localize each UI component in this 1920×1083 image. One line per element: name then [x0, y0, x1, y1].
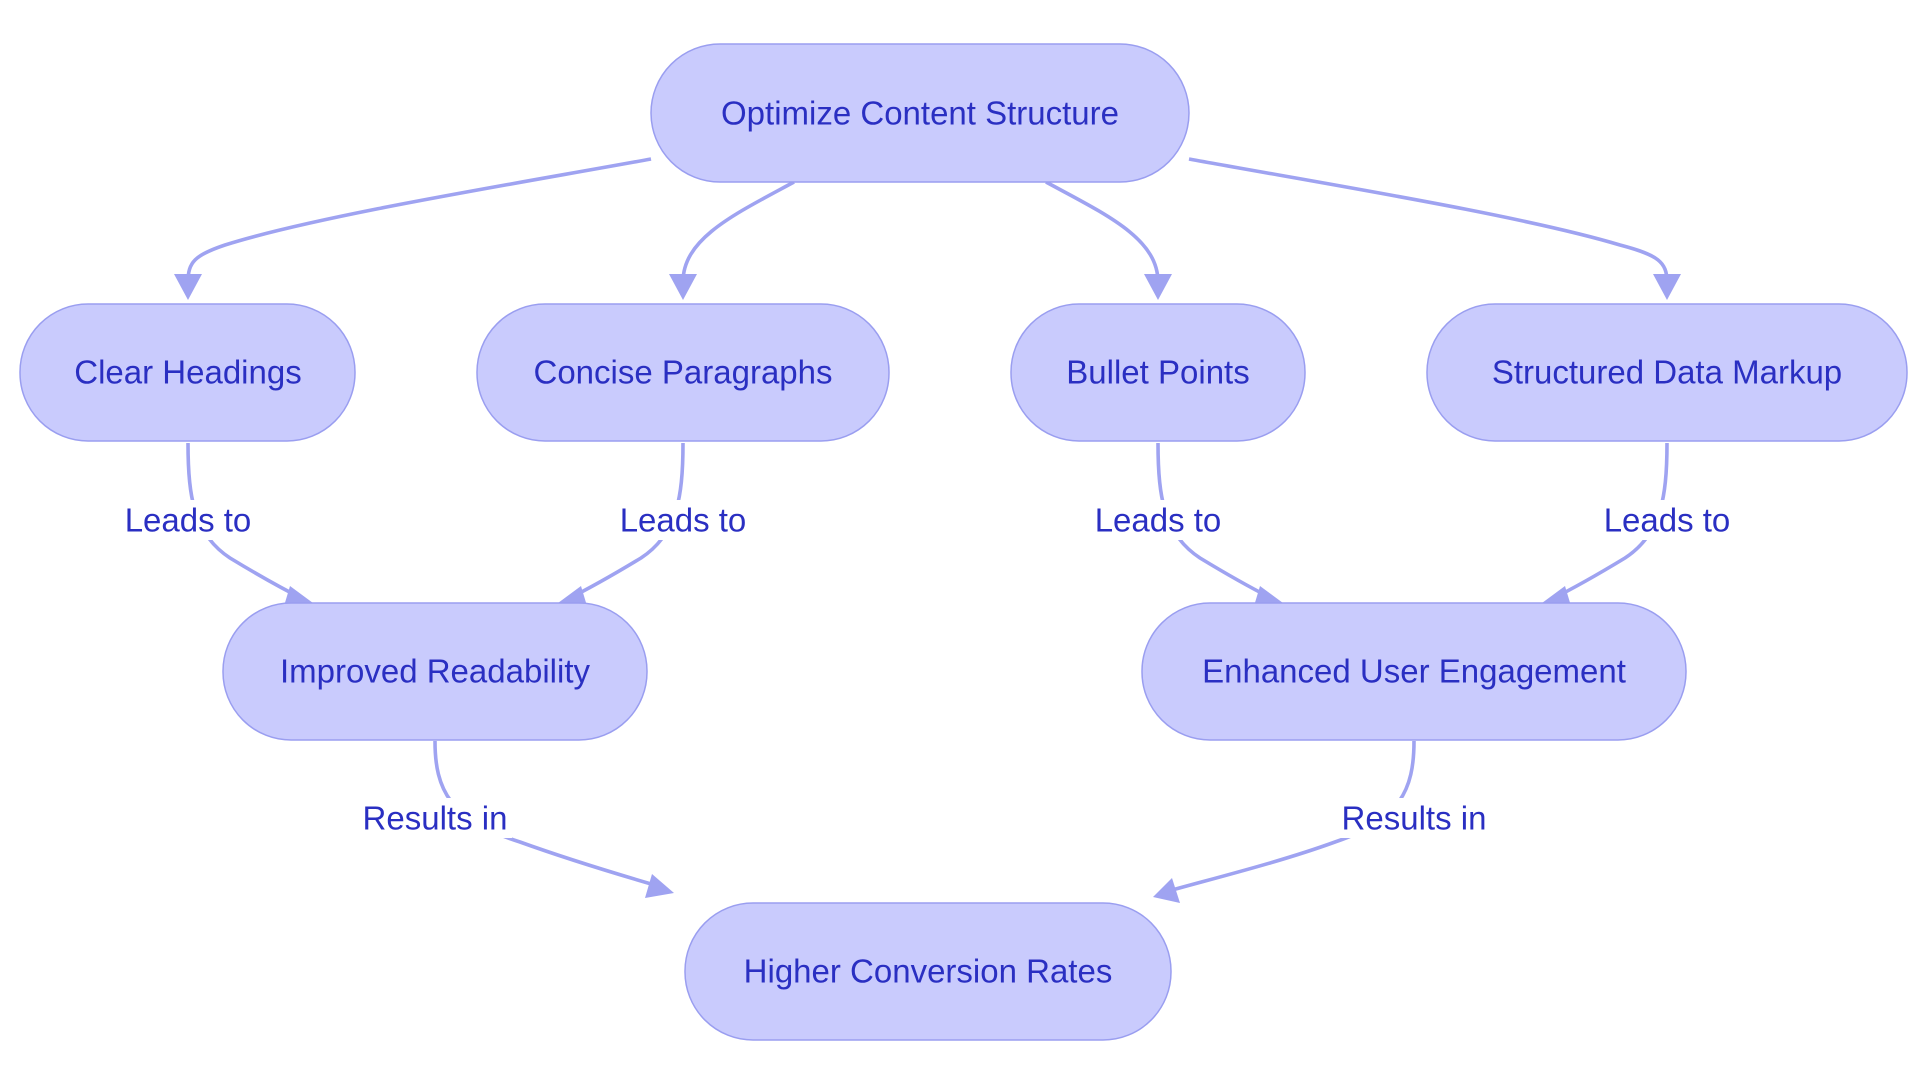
- edge-engagement-to-conversion: [1153, 740, 1416, 903]
- edge-readability-to-conversion: [433, 740, 674, 898]
- edge-optimize-to-bullets: [1045, 180, 1172, 300]
- edge-label-markup-engagement: Leads to: [1599, 500, 1735, 540]
- edge-label-paragraphs-readability: Leads to: [615, 500, 751, 540]
- edge-label-text: Results in: [1342, 800, 1487, 837]
- node-label: Higher Conversion Rates: [744, 953, 1113, 990]
- node-bullet-points[interactable]: Bullet Points: [1010, 303, 1306, 442]
- edge-headings-to-readability: [186, 442, 313, 606]
- arrowhead: [174, 274, 202, 300]
- node-label: Concise Paragraphs: [534, 354, 833, 391]
- node-clear-headings[interactable]: Clear Headings: [19, 303, 356, 442]
- arrowhead: [1153, 878, 1180, 903]
- edge-label-text: Leads to: [620, 502, 747, 539]
- arrowhead: [645, 874, 674, 898]
- node-label: Clear Headings: [74, 354, 301, 391]
- edge-label-bullets-engagement: Leads to: [1090, 500, 1226, 540]
- node-label: Structured Data Markup: [1492, 354, 1842, 391]
- edge-optimize-to-paragraphs: [669, 180, 795, 300]
- node-optimize-content-structure[interactable]: Optimize Content Structure: [650, 43, 1190, 183]
- arrowhead: [1144, 274, 1172, 300]
- edges: [174, 157, 1681, 903]
- edge-label-text: Leads to: [1604, 502, 1731, 539]
- node-higher-conversion-rates[interactable]: Higher Conversion Rates: [684, 902, 1172, 1041]
- arrowhead: [1542, 586, 1571, 606]
- edge-label-text: Leads to: [1095, 502, 1222, 539]
- node-label: Optimize Content Structure: [721, 95, 1119, 132]
- arrowhead: [669, 274, 697, 300]
- arrowhead: [1254, 586, 1283, 606]
- nodes: Optimize Content Structure Clear Heading…: [19, 43, 1908, 1041]
- edge-bullets-to-engagement: [1156, 442, 1283, 606]
- edge-markup-to-engagement: [1542, 442, 1669, 606]
- node-concise-paragraphs[interactable]: Concise Paragraphs: [476, 303, 890, 442]
- edge-optimize-to-markup: [1188, 157, 1681, 300]
- arrowhead: [284, 586, 313, 606]
- edge-paragraphs-to-readability: [558, 442, 685, 606]
- edge-label-text: Leads to: [125, 502, 252, 539]
- edge-optimize-to-headings: [174, 157, 652, 300]
- arrowhead: [558, 586, 587, 606]
- node-label: Improved Readability: [280, 653, 590, 690]
- node-label: Bullet Points: [1066, 354, 1249, 391]
- edge-label-readability-conversion: Results in: [358, 798, 512, 838]
- arrowhead: [1653, 274, 1681, 300]
- node-structured-data-markup[interactable]: Structured Data Markup: [1426, 303, 1908, 442]
- edge-label-text: Results in: [363, 800, 508, 837]
- edge-label-headings-readability: Leads to: [120, 500, 256, 540]
- edge-labels: Leads to Leads to Leads to Leads to Resu…: [120, 500, 1735, 838]
- node-enhanced-user-engagement[interactable]: Enhanced User Engagement: [1141, 602, 1687, 741]
- node-label: Enhanced User Engagement: [1202, 653, 1626, 690]
- node-improved-readability[interactable]: Improved Readability: [222, 602, 648, 741]
- edge-label-engagement-conversion: Results in: [1337, 798, 1491, 838]
